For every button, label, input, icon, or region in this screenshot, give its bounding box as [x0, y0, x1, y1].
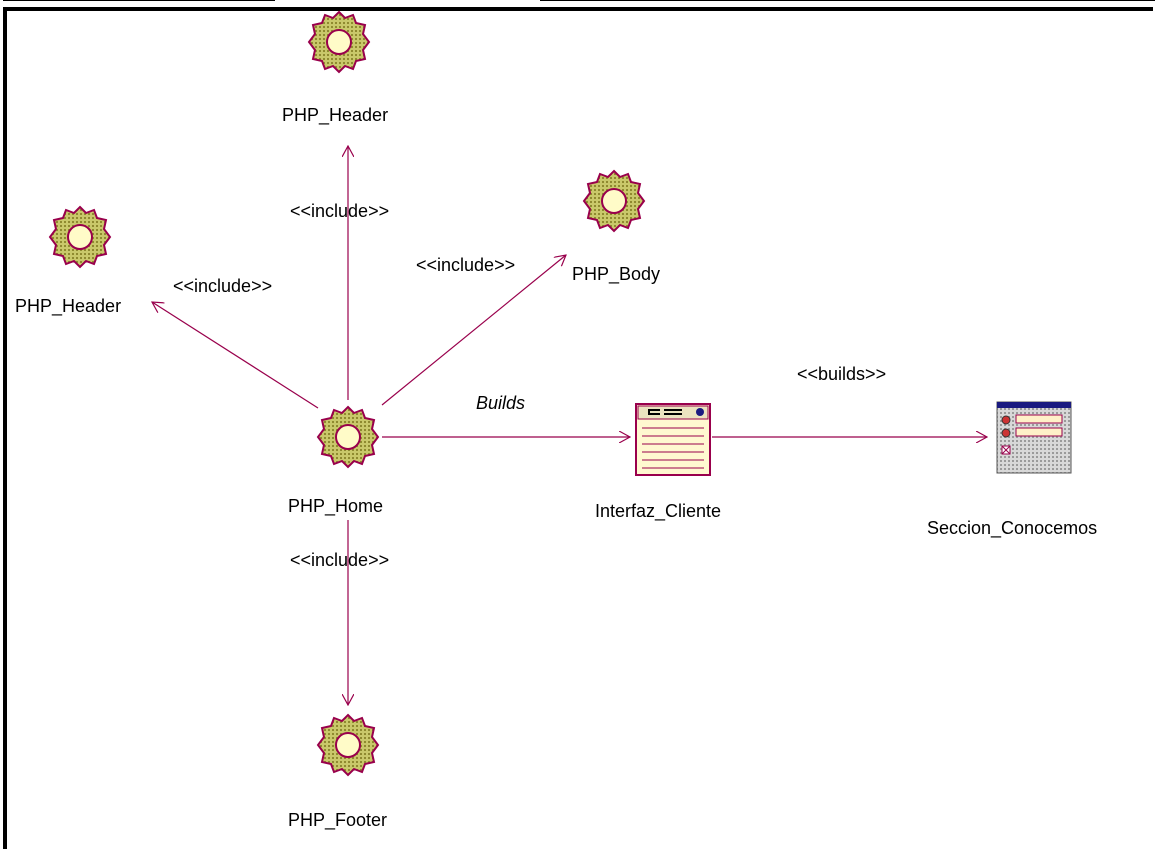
edge-label-include-top: <<include>> [290, 201, 390, 221]
frame-top-line [3, 0, 275, 1]
edge-label-include-body: <<include>> [416, 255, 516, 275]
node-label-php-header-top: PHP_Header [282, 105, 389, 125]
gear-icon [308, 11, 370, 73]
frame-top-line [540, 0, 1155, 1]
node-label-php-header-left: PHP_Header [15, 296, 122, 316]
edge-label-builds-stereo: <<builds>> [797, 364, 887, 384]
gear-icon [317, 714, 379, 776]
edge-label-builds: Builds [476, 393, 526, 413]
node-label-interfaz-cliente: Interfaz_Cliente [595, 501, 722, 521]
edge-include-body [381, 255, 566, 406]
gear-icon [583, 170, 645, 232]
form-icon [996, 401, 1072, 474]
node-label-seccion-conocemos: Seccion_Conocemos [927, 518, 1098, 538]
gear-icon [49, 206, 111, 268]
edge-label-include-footer: <<include>> [290, 550, 390, 570]
node-label-php-body: PHP_Body [572, 264, 661, 284]
client-page-icon [635, 403, 711, 476]
edge-include-left [152, 302, 319, 409]
edge-label-include-left: <<include>> [173, 276, 273, 296]
node-label-php-home: PHP_Home [288, 496, 384, 516]
gear-icon [317, 406, 379, 468]
diagram-frame [3, 7, 1153, 849]
node-label-php-footer: PHP_Footer [288, 810, 388, 830]
